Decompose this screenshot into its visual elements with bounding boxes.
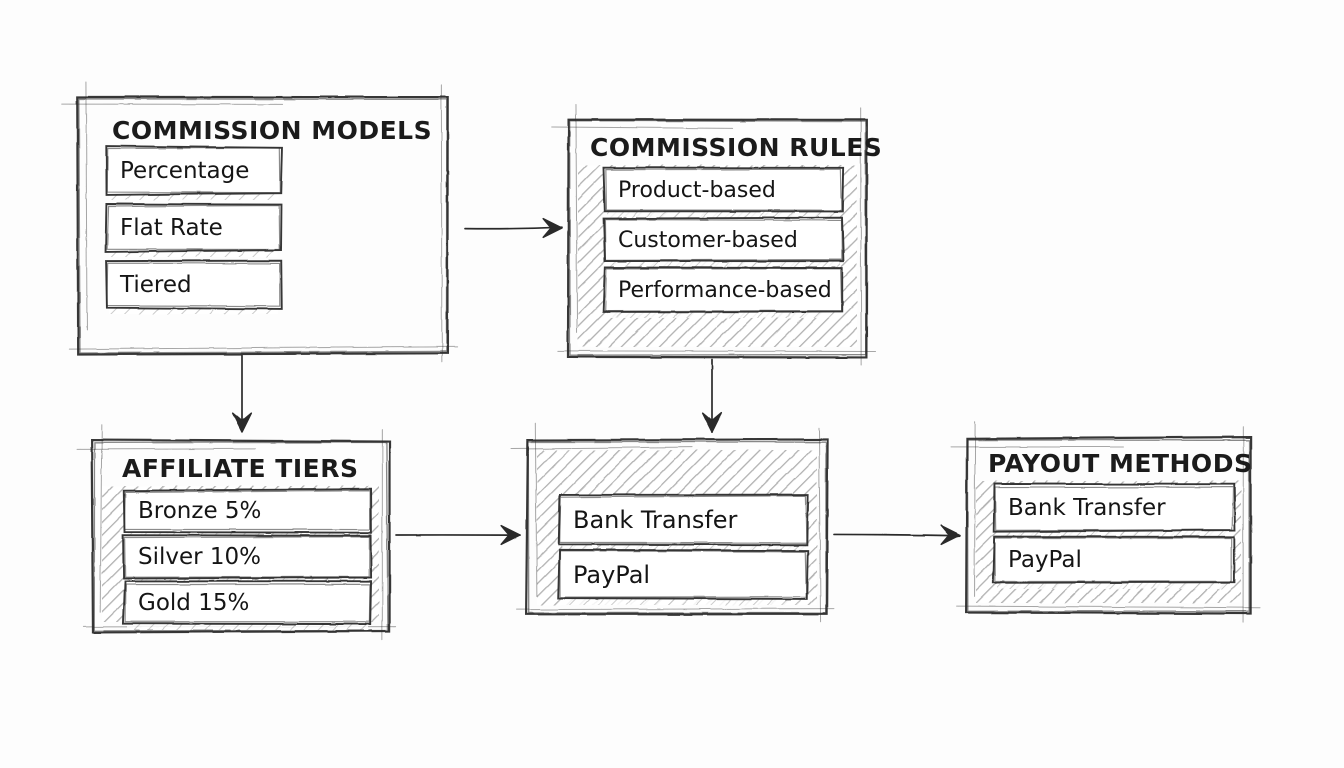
node-payout-selection[interactable] [512,423,834,622]
